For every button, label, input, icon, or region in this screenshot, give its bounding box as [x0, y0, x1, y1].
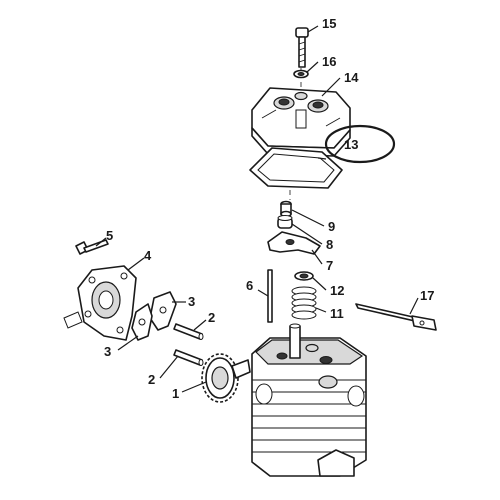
callout-7: 7 [326, 258, 333, 273]
callout-11: 11 [330, 306, 344, 321]
part-11-valve-spring [291, 286, 317, 320]
callout-12: 12 [330, 283, 344, 298]
callout-6: 6 [246, 278, 253, 293]
callout-3-lower: 3 [104, 344, 111, 359]
part-16-washer [293, 69, 309, 79]
callout-14: 14 [344, 70, 359, 85]
callout-2-lower: 2 [148, 372, 155, 387]
part-3-cam-follower-upper [149, 291, 177, 331]
callout-5: 5 [106, 228, 113, 243]
part-15-screw [295, 27, 309, 68]
callout-9: 9 [328, 219, 335, 234]
callout-15: 15 [322, 16, 336, 31]
part-6-push-rod [267, 269, 273, 323]
part-9-sleeve [280, 200, 292, 218]
part-17-tool [355, 303, 437, 331]
cylinder-head-assembly [251, 323, 367, 477]
part-2-pin-lower [173, 349, 204, 366]
callout-16: 16 [322, 54, 336, 69]
part-7-rocker-arm [267, 231, 321, 255]
callout-13: 13 [344, 137, 358, 152]
callout-3-upper: 3 [188, 294, 195, 309]
part-3-cam-follower-lower [131, 303, 153, 341]
part-1-cam-gear [201, 353, 251, 403]
part-2-pin-upper [173, 323, 204, 340]
callout-17: 17 [420, 288, 434, 303]
callout-13-highlight-circle [324, 124, 396, 164]
part-5-bolt [75, 239, 109, 255]
part-8-pin [277, 215, 293, 229]
callout-1: 1 [172, 386, 179, 401]
callout-4: 4 [144, 248, 152, 263]
part-12-retainer [294, 271, 314, 281]
callout-labels: 15 16 14 13 9 8 7 6 12 11 17 5 4 3 2 3 2… [104, 16, 434, 401]
callout-2-upper: 2 [208, 310, 215, 325]
part-14-valve-cover [251, 87, 351, 157]
callout-8: 8 [326, 237, 333, 252]
leader-lines [95, 25, 419, 393]
part-4-housing-cover [63, 265, 137, 341]
